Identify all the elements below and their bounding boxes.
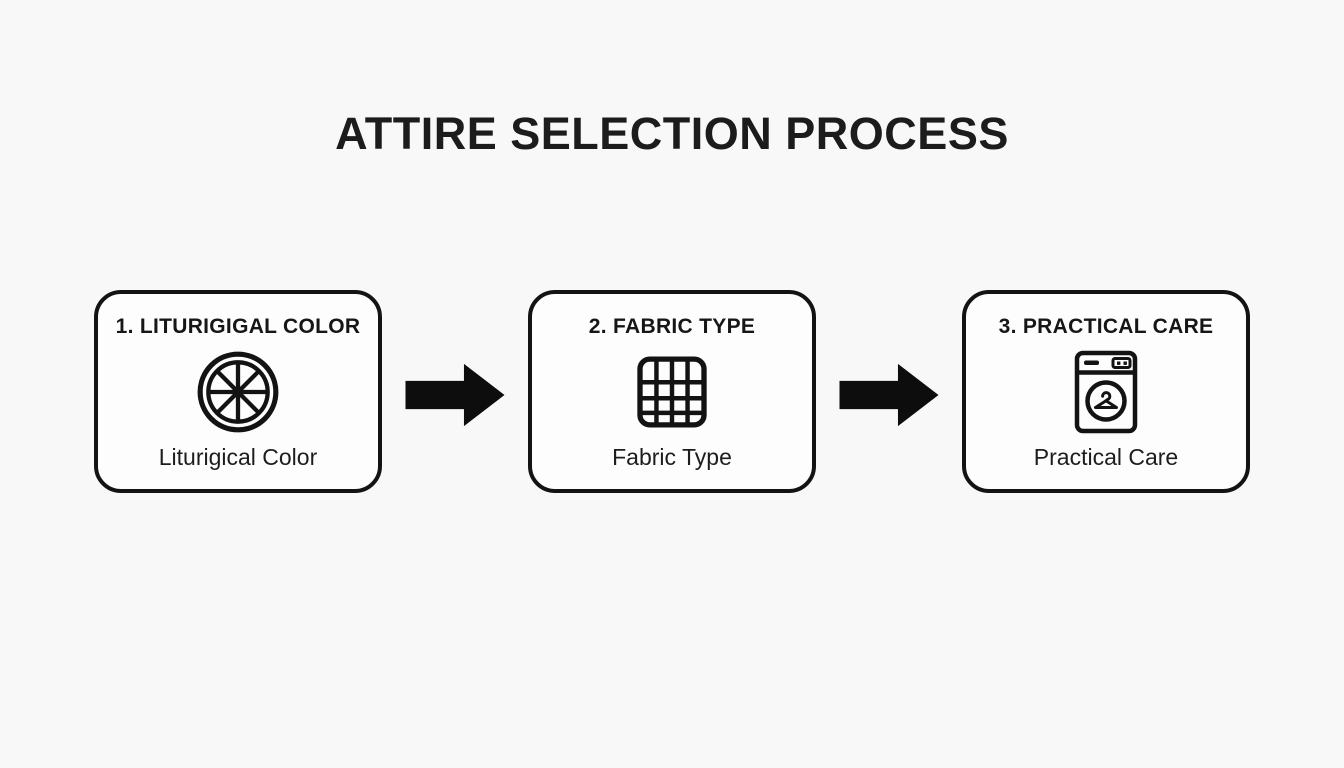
step-label: Liturigical Color [158, 444, 318, 470]
step-label: Fabric Type [612, 444, 732, 470]
fabric-grid-icon [632, 339, 712, 444]
step-card-practical-care: 3. PRACTICAL CARE Practical Care [962, 290, 1250, 493]
arrow-right-icon [838, 362, 940, 428]
page-title: ATTIRE SELECTION PROCESS [335, 108, 1009, 159]
step-header: 1. LITURIGIGAL COLOR [115, 315, 361, 338]
washing-machine-icon [1074, 339, 1138, 444]
step-header: 2. FABRIC TYPE [588, 315, 756, 338]
step-card-fabric-type: 2. FABRIC TYPE Fabric Type [528, 290, 816, 493]
arrow-right-icon [404, 362, 506, 428]
step-header: 3. PRACTICAL CARE [998, 315, 1214, 338]
step-label: Practical Care [1033, 444, 1179, 470]
step-card-liturgical-color: 1. LITURIGIGAL COLOR Liturigical Color [94, 290, 382, 493]
color-wheel-icon [195, 339, 281, 444]
flow-row: 1. LITURIGIGAL COLOR Liturigical Color [0, 290, 1344, 493]
